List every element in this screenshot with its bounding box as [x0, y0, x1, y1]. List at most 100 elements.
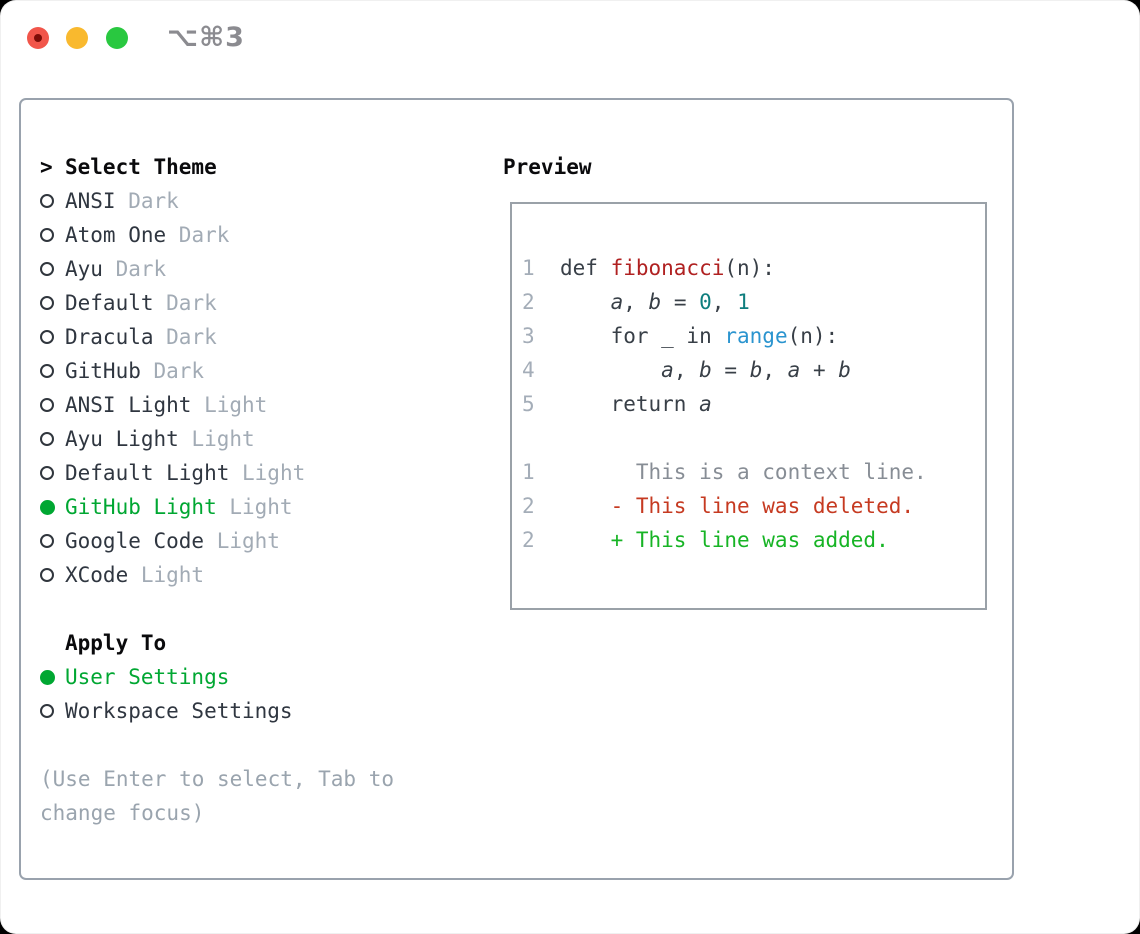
code-segment-var: b: [699, 358, 712, 382]
code-segment-num: 1: [737, 290, 750, 314]
theme-item-label: Default Light: [65, 461, 230, 485]
theme-item-dracula[interactable]: Dracula Dark: [40, 320, 490, 354]
code-line: 4 a, b = b, a + b: [522, 353, 985, 387]
apply-option-workspace-settings[interactable]: Workspace Settings: [40, 694, 490, 728]
code-segment-code: ,: [762, 358, 788, 382]
code-segment-code: ,: [711, 290, 738, 314]
theme-item-ansi[interactable]: ANSI Dark: [40, 184, 490, 218]
theme-variant-tag: Dark: [102, 257, 167, 281]
apply-to-label: Apply To: [65, 631, 167, 655]
line-number: 2: [522, 528, 535, 552]
line-number: 1: [522, 460, 535, 484]
line-number: 1: [522, 256, 535, 280]
theme-item-label: XCode: [65, 563, 129, 587]
theme-variant-tag: Dark: [166, 223, 230, 247]
radio-unselected-icon: [40, 296, 65, 310]
traffic-light-minimize-button[interactable]: [66, 27, 88, 49]
code-segment-func: fibonacci: [610, 256, 725, 280]
theme-variant-tag: Dark: [115, 189, 179, 213]
apply-option-label: User Settings: [65, 665, 230, 689]
radio-unselected-icon: [40, 364, 65, 378]
code-segment-code: (n):: [724, 256, 775, 280]
code-segment-var: a: [787, 358, 801, 382]
theme-item-label: GitHub: [65, 359, 141, 383]
radio-unselected-icon: [40, 330, 65, 344]
theme-item-default[interactable]: Default Dark: [40, 286, 490, 320]
code-line: 2 + This line was added.: [522, 523, 985, 557]
line-number: 3: [522, 324, 535, 348]
theme-item-label: Atom One: [65, 223, 167, 247]
radio-selected-icon: [40, 669, 65, 685]
radio-unselected-icon: [40, 534, 65, 548]
code-segment-builtin: range: [724, 324, 788, 348]
window-title: ⌥⌘3: [167, 22, 245, 53]
code-segment-added: + This line was added.: [560, 528, 889, 552]
apply-to-header: Apply To: [40, 626, 490, 660]
code-segment-var: b: [648, 290, 662, 314]
radio-unselected-icon: [40, 398, 65, 412]
radio-unselected-icon: [40, 704, 65, 718]
theme-item-label: ANSI: [65, 189, 116, 213]
code-line: 2 - This line was deleted.: [522, 489, 985, 523]
code-line: 5 return a: [522, 387, 985, 421]
theme-item-ayu-light[interactable]: Ayu Light Light: [40, 422, 490, 456]
theme-variant-tag: Dark: [140, 359, 205, 383]
theme-item-xcode[interactable]: XCode Light: [40, 558, 490, 592]
focus-cursor-icon: >: [40, 155, 53, 179]
radio-selected-icon: [40, 499, 65, 515]
titlebar: ⌥⌘3: [0, 0, 1140, 76]
preview-label: Preview: [503, 155, 592, 179]
code-segment-code: for _ in: [560, 324, 725, 348]
theme-item-ansi-light[interactable]: ANSI Light Light: [40, 388, 490, 422]
code-segment-code: +: [800, 358, 839, 382]
theme-variant-tag: Dark: [153, 291, 217, 315]
theme-item-label: Dracula: [65, 325, 154, 349]
theme-item-label: ANSI Light: [65, 393, 192, 417]
theme-item-github-light[interactable]: GitHub Light Light: [40, 490, 490, 524]
theme-variant-tag: Light: [128, 563, 205, 587]
theme-variant-tag: Light: [191, 393, 268, 417]
code-segment-code: [560, 290, 611, 314]
code-segment-deleted: - This line was deleted.: [560, 494, 915, 518]
code-segment-code: ,: [623, 290, 649, 314]
code-segment-code: (n):: [787, 324, 839, 348]
radio-unselected-icon: [40, 432, 65, 446]
traffic-light-zoom-button[interactable]: [106, 27, 128, 49]
code-line: 3 for _ in range(n):: [522, 319, 985, 353]
theme-variant-tag: Light: [178, 427, 255, 451]
code-line: [522, 421, 985, 455]
code-segment-var: b: [838, 358, 851, 382]
theme-variant-tag: Dark: [153, 325, 217, 349]
code-segment-var: a: [610, 290, 624, 314]
code-segment-code: =: [711, 358, 750, 382]
line-number: 4: [522, 358, 535, 382]
theme-item-google-code[interactable]: Google Code Light: [40, 524, 490, 558]
radio-unselected-icon: [40, 228, 65, 242]
code-segment-context: This is a context line.: [560, 460, 927, 484]
code-segment-code: return: [560, 392, 700, 416]
line-number: 2: [522, 494, 535, 518]
theme-item-github[interactable]: GitHub Dark: [40, 354, 490, 388]
select-theme-label: Select Theme: [65, 155, 217, 179]
theme-item-label: Ayu: [65, 257, 103, 281]
theme-item-atom-one[interactable]: Atom One Dark: [40, 218, 490, 252]
code-segment-var: a: [661, 358, 674, 382]
radio-unselected-icon: [40, 568, 65, 582]
theme-item-default-light[interactable]: Default Light Light: [40, 456, 490, 490]
code-segment-code: ,: [673, 358, 700, 382]
traffic-light-close-button[interactable]: [27, 27, 49, 49]
spacer: [40, 592, 490, 626]
code-line: 2 a, b = 0, 1: [522, 285, 985, 319]
radio-unselected-icon: [40, 262, 65, 276]
theme-item-ayu[interactable]: Ayu Dark: [40, 252, 490, 286]
theme-variant-tag: Light: [216, 495, 293, 519]
theme-variant-tag: Light: [229, 461, 306, 485]
line-number: 5: [522, 392, 535, 416]
apply-option-user-settings[interactable]: User Settings: [40, 660, 490, 694]
